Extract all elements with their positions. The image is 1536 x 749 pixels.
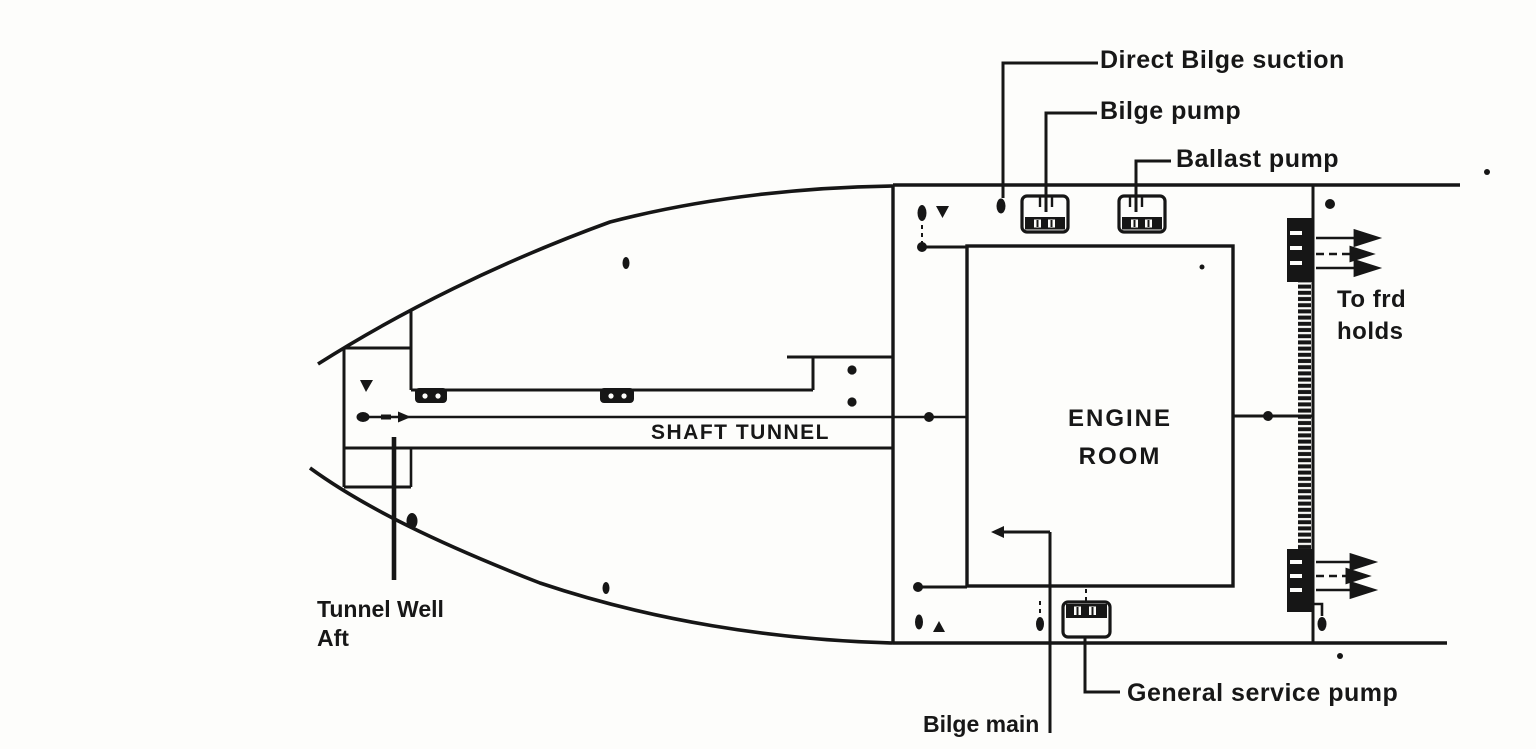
label-direct-bilge-suction: Direct Bilge suction: [1100, 46, 1345, 74]
bilge-suction-box-mid: [600, 388, 634, 403]
flow-arrows-lower: [1316, 552, 1379, 600]
label-general-service-pump: General service pump: [1127, 679, 1399, 707]
label-ballast-pump: Ballast pump: [1176, 145, 1339, 173]
valve-chest-lower: [1287, 549, 1314, 612]
label-to-frd-holds: To frd holds: [1337, 284, 1406, 348]
ballast-pump-symbol: [1117, 159, 1171, 234]
paper-specks: [602, 169, 1490, 594]
label-to-frd-holds-line1: To frd: [1337, 286, 1407, 313]
shaft-line: [356, 411, 967, 423]
label-engine-room-line2: ROOM: [1078, 443, 1162, 470]
bilge-pump-symbol: [1020, 111, 1097, 234]
tunnel-well-suction: [406, 513, 418, 529]
valve-chest-upper: [1287, 218, 1314, 282]
bilge-main-line: [991, 526, 1052, 733]
tunnel-well-structure: [342, 310, 418, 580]
flow-arrows-upper: [1316, 228, 1383, 278]
aft-bulkhead-valves: [917, 205, 949, 243]
general-service-pump-symbol: [915, 589, 1120, 694]
shaft-tunnel-structure: [344, 355, 893, 450]
direct-bilge-suction-valve: [996, 198, 1006, 214]
label-bilge-main: Bilge main: [923, 711, 1040, 737]
label-engine-room-line1: ENGINE: [1067, 405, 1172, 432]
label-tunnel-well-aft: Tunnel Well Aft: [317, 595, 444, 653]
label-tunnel-well-line1: Tunnel Well: [317, 596, 444, 622]
label-engine-room: ENGINE ROOM: [1040, 400, 1200, 476]
forward-holds-distribution: [1233, 199, 1383, 659]
bilge-suction-box-aft: [415, 388, 447, 403]
label-to-frd-holds-line2: holds: [1337, 318, 1404, 345]
label-shaft-tunnel: SHAFT TUNNEL: [651, 421, 830, 444]
gsp-suction-valve: [1036, 617, 1044, 631]
label-tunnel-well-line2: Aft: [317, 625, 349, 651]
label-bilge-pump: Bilge pump: [1100, 97, 1242, 125]
direct-bilge-suction-leader: [996, 61, 1098, 214]
sounding-triangle-aft: [360, 380, 373, 392]
